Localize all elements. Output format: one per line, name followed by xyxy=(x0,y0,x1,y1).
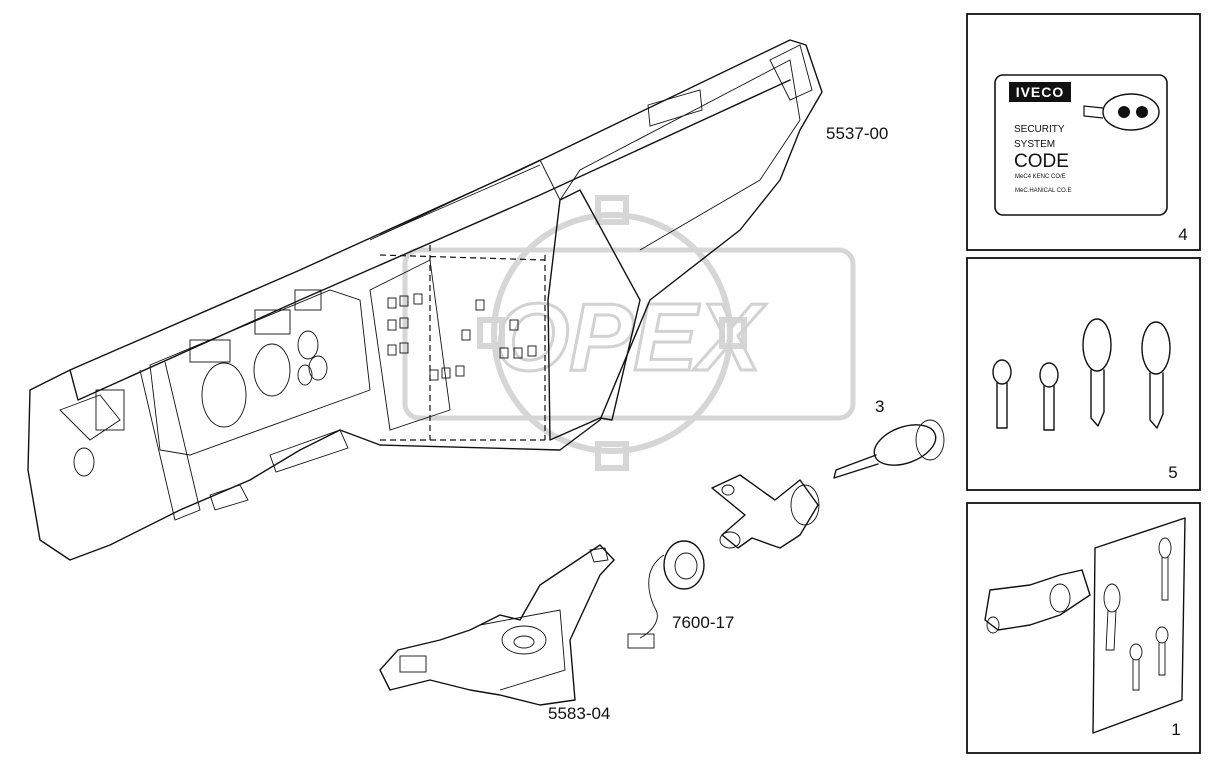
box-number-1: 1 xyxy=(1171,720,1180,739)
iveco-logo xyxy=(1009,82,1071,102)
card-line-code: CODE xyxy=(1014,151,1069,172)
card-small-line-1: MeC4 KENC CO/E xyxy=(1015,174,1066,180)
code-card xyxy=(994,74,1168,216)
label-steering-switch: 5583-04 xyxy=(548,704,610,723)
short-key-2-icon xyxy=(1039,362,1059,431)
long-key-1-icon xyxy=(1082,318,1112,427)
label-ignition-wiring: 7600-17 xyxy=(672,613,734,632)
gear-watermark-icon xyxy=(477,195,747,471)
security-code-card-box: IVECO SECURITY SYSTEM CODE MeC4 KENC CO/… xyxy=(966,13,1201,251)
keys-box: 5 xyxy=(966,257,1201,491)
box-number-5: 5 xyxy=(1168,463,1177,482)
card-small-line-2: MeC.HANICAL CO.E xyxy=(1015,188,1071,194)
steering-switch-drawing xyxy=(379,544,615,706)
blister-items xyxy=(1103,537,1172,691)
watermark: OPEX xyxy=(402,195,856,471)
blister-card xyxy=(1092,517,1186,734)
box-number-4: 4 xyxy=(1178,225,1187,244)
watermark-frame xyxy=(402,247,856,421)
lock-barrel-drawing xyxy=(711,474,820,549)
card-line-security: SECURITY xyxy=(1014,124,1065,135)
lock-set-box: 1 xyxy=(966,502,1201,754)
dashboard-drawing xyxy=(27,39,823,561)
box-frame xyxy=(966,13,1201,251)
label-dashboard: 5537-00 xyxy=(826,124,888,143)
box-frame xyxy=(966,502,1201,754)
long-key-2-icon xyxy=(1141,321,1171,429)
lock-cylinder-icon xyxy=(984,569,1091,634)
key-drawing xyxy=(833,419,945,479)
key-fob-icon xyxy=(1083,93,1160,131)
card-brand: IVECO xyxy=(1016,84,1065,100)
card-line-system: SYSTEM xyxy=(1014,139,1055,150)
label-key: 3 xyxy=(875,397,884,416)
watermark-text: OPEX xyxy=(495,284,767,391)
ignition-ring-drawing xyxy=(627,540,705,649)
box-frame xyxy=(966,257,1201,491)
short-key-1-icon xyxy=(992,359,1012,429)
